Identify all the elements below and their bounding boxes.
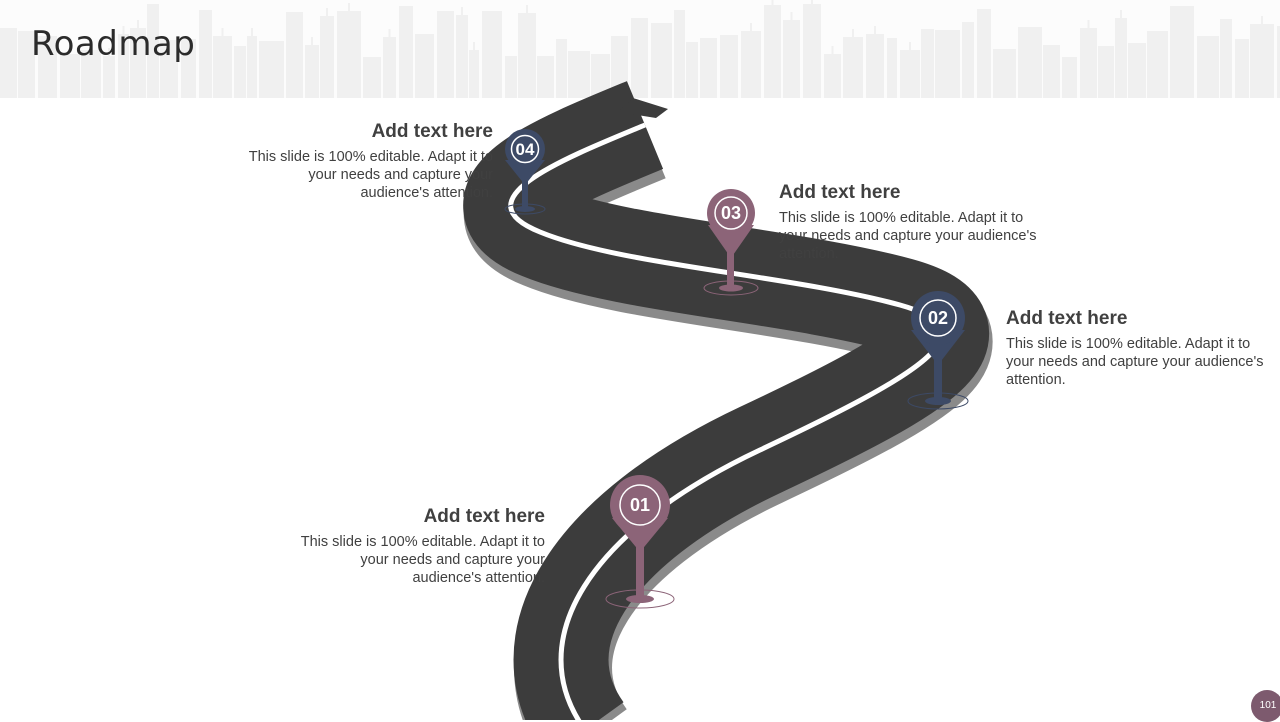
milestone-pin-02: 02 (907, 291, 969, 410)
road-arrow-head (618, 98, 668, 118)
milestone-01-description: This slide is 100% editable. Adapt it to… (300, 534, 545, 586)
milestone-03-text: Add text here This slide is 100% editabl… (779, 182, 1039, 263)
page-number-badge: 101 (1251, 690, 1280, 722)
city-skyline-decoration (0, 0, 1280, 98)
milestone-03-heading: Add text here (779, 182, 901, 203)
milestone-04-description: This slide is 100% editable. Adapt it to… (248, 149, 493, 201)
milestone-pin-03: 03 (703, 189, 759, 296)
road-lane-marking (508, 122, 945, 720)
milestone-02-description: This slide is 100% editable. Adapt it to… (1006, 336, 1264, 388)
milestone-04-heading: Add text here (371, 121, 493, 142)
pin-number-04: 04 (516, 140, 535, 159)
pin-number-01: 01 (630, 495, 650, 515)
milestone-01-heading: Add text here (423, 506, 545, 527)
pin-number-02: 02 (928, 308, 948, 328)
milestone-04-text: Add text here This slide is 100% editabl… (193, 121, 493, 202)
milestone-01-text: Add text here This slide is 100% editabl… (245, 506, 545, 587)
milestone-pin-04: 04 (504, 129, 546, 215)
milestone-02-text: Add text here This slide is 100% editabl… (1006, 308, 1268, 389)
milestone-03-description: This slide is 100% editable. Adapt it to… (779, 210, 1037, 262)
pin-number-03: 03 (721, 203, 741, 223)
page-title: Roadmap (31, 24, 196, 64)
milestone-02-heading: Add text here (1006, 308, 1128, 329)
milestone-pin-01: 01 (605, 475, 675, 609)
